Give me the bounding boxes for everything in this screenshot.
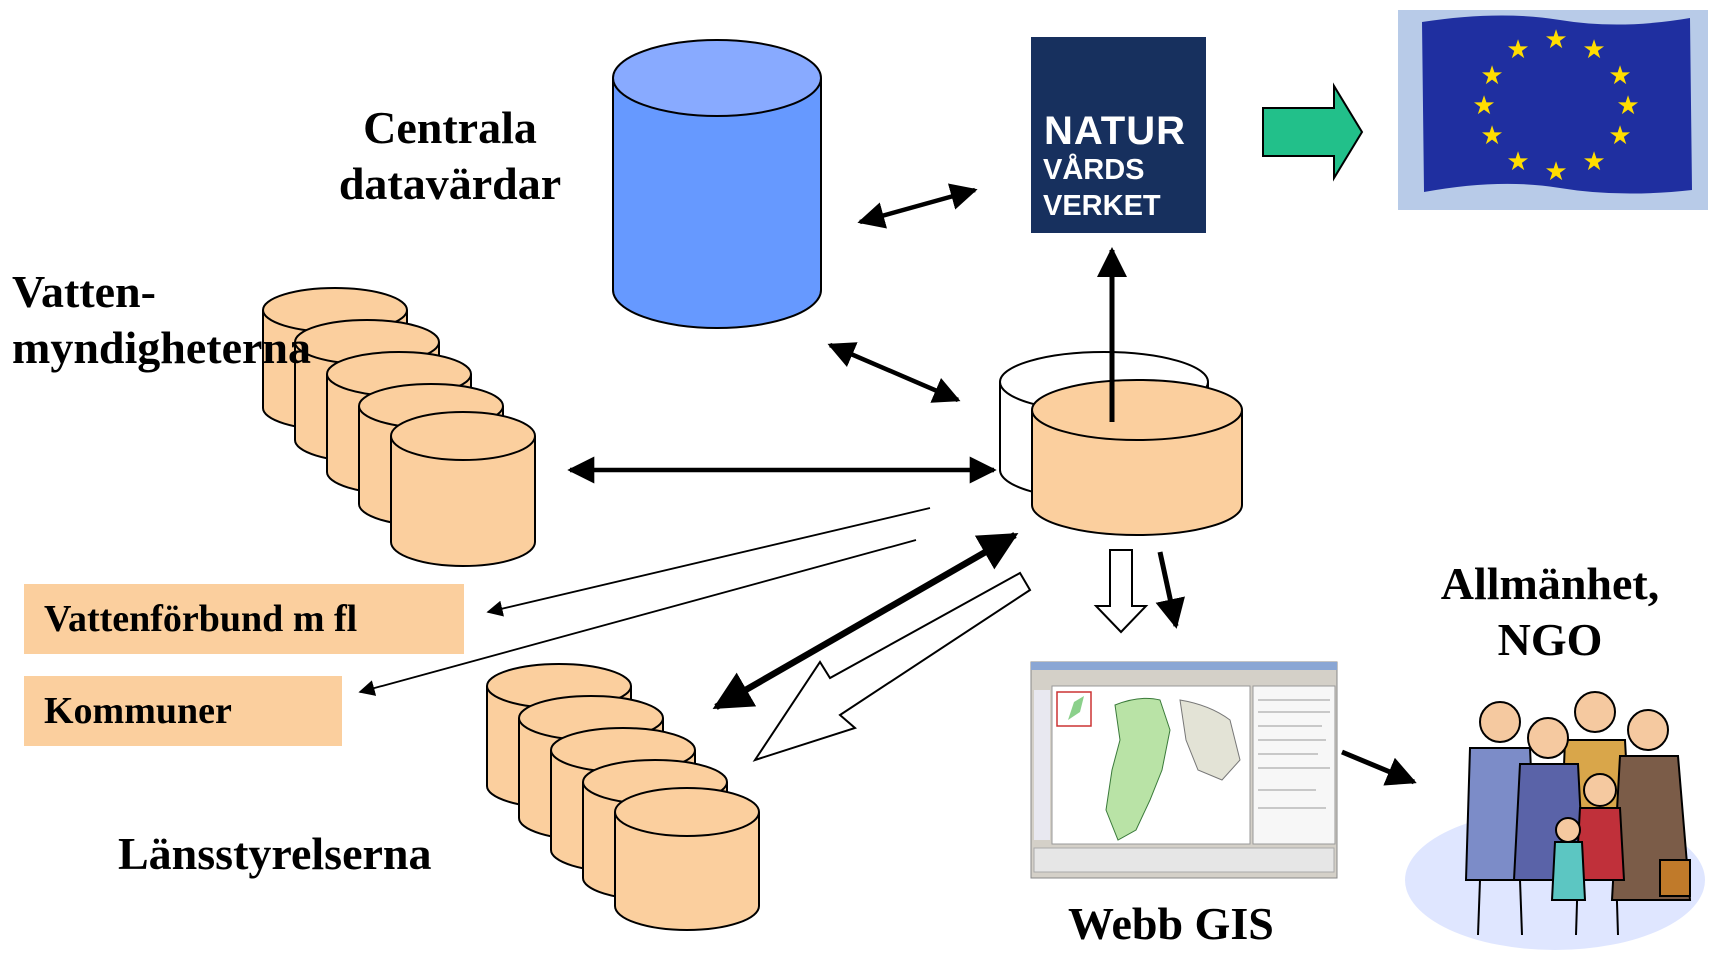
water-associations-box: Vattenförbund m fl [24, 584, 464, 654]
central-label-line-2: datavärdar [338, 158, 562, 210]
arrow-hub-web-gis [1155, 551, 1185, 629]
hollow-down-arrow [1093, 549, 1149, 634]
web-gis-label: Webb GIS [1068, 898, 1274, 949]
municipalities-box: Kommuner [24, 676, 342, 746]
central-data-hosts-label: Centrala datavärdar [290, 100, 610, 212]
central-database-icon [612, 39, 822, 329]
svg-text:★: ★ [1506, 147, 1529, 177]
central-label-line-1: Centrala [363, 102, 537, 153]
arrow-hub-water-associations [486, 507, 931, 617]
people-clipart [1405, 691, 1705, 950]
svg-text:★: ★ [1480, 121, 1503, 151]
arrow-hub-county-boards [712, 532, 1019, 710]
public-label-line-1: Allmänhet, [1440, 558, 1660, 609]
hollow-arrow-county-boards [752, 571, 1032, 762]
arrow-central-naturvardsverket [857, 183, 978, 229]
water-authorities-database-stack [262, 287, 536, 567]
public-label-line-2: NGO [1497, 614, 1603, 666]
water-associations-label: Vattenförbund m fl [44, 598, 358, 640]
svg-text:★: ★ [1472, 91, 1495, 121]
svg-text:★: ★ [1544, 157, 1567, 187]
arrow-web-gis-public [1341, 749, 1417, 786]
svg-text:★: ★ [1608, 61, 1631, 91]
hub-database-icon [999, 351, 1243, 536]
svg-text:★: ★ [1616, 91, 1639, 121]
eu-flag-icon: ★★★ ★★★ ★★★ ★★★ [1398, 10, 1708, 210]
logo-line-2: VÅRDS [1043, 154, 1145, 186]
logo-line-1: NATUR [1044, 109, 1187, 153]
public-ngo-label: Allmänhet, NGO [1400, 556, 1700, 668]
county-boards-database-stack [486, 663, 760, 931]
logo-line-3: VERKET [1043, 190, 1161, 222]
naturvardsverket-logo: NATUR VÅRDS VERKET [1031, 37, 1206, 233]
svg-text:★: ★ [1480, 61, 1503, 91]
water-authorities-line-2: myndigheterna [12, 322, 311, 374]
svg-text:★: ★ [1608, 121, 1631, 151]
water-authorities-label: Vatten- myndigheterna [12, 264, 311, 376]
svg-text:★: ★ [1544, 25, 1567, 55]
svg-text:★: ★ [1582, 35, 1605, 65]
municipalities-label: Kommuner [44, 690, 232, 732]
arrow-central-hub [827, 342, 961, 403]
svg-text:★: ★ [1506, 35, 1529, 65]
web-gis-screenshot [1030, 661, 1338, 879]
svg-text:★: ★ [1582, 147, 1605, 177]
water-authorities-line-1: Vatten- [12, 266, 156, 317]
export-arrow [1262, 82, 1364, 182]
county-boards-label: Länsstyrelserna [118, 828, 432, 879]
